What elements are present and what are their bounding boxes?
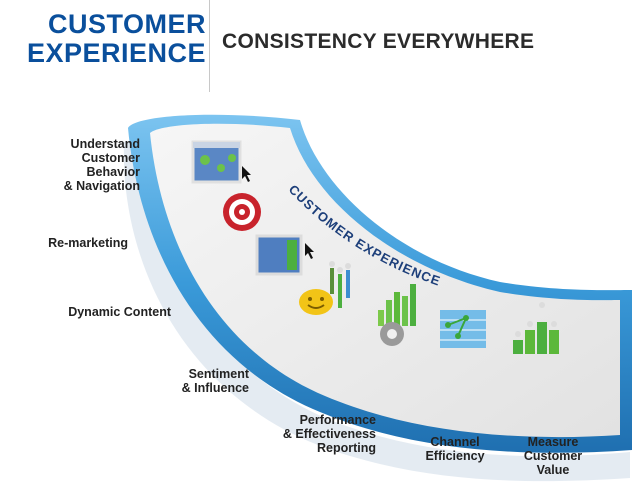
smiley-people-icon — [299, 261, 351, 315]
bar-chart-icon — [378, 284, 416, 346]
stage-label-channel: Channel Efficiency — [425, 435, 485, 463]
brand-line-1: CUSTOMER — [47, 9, 206, 39]
stage-label-performance: Performance & Effectiveness Reporting — [282, 413, 376, 455]
content-window-icon — [255, 234, 314, 276]
page-headline: CONSISTENCY EVERYWHERE — [222, 30, 535, 53]
stage-label-understand: Understand Customer Behavior & Navigatio… — [63, 137, 140, 193]
stage-label-sentiment: Sentiment & Influence — [181, 367, 249, 395]
stage-label-dynamic-content: Dynamic Content — [68, 305, 171, 319]
brand-title: CUSTOMER EXPERIENCE — [16, 10, 206, 68]
people-podium-icon — [513, 302, 559, 354]
brand-line-2: EXPERIENCE — [26, 38, 206, 68]
track-surface — [150, 123, 620, 438]
channel-grid-icon — [440, 310, 486, 348]
stage-label-customer-value: Measure Customer Value — [523, 435, 583, 477]
browser-window-icon — [191, 140, 251, 184]
target-icon — [223, 193, 261, 231]
track-shadow — [123, 138, 630, 482]
header-divider — [209, 0, 210, 92]
stage-label-remarketing: Re-marketing — [48, 236, 128, 250]
